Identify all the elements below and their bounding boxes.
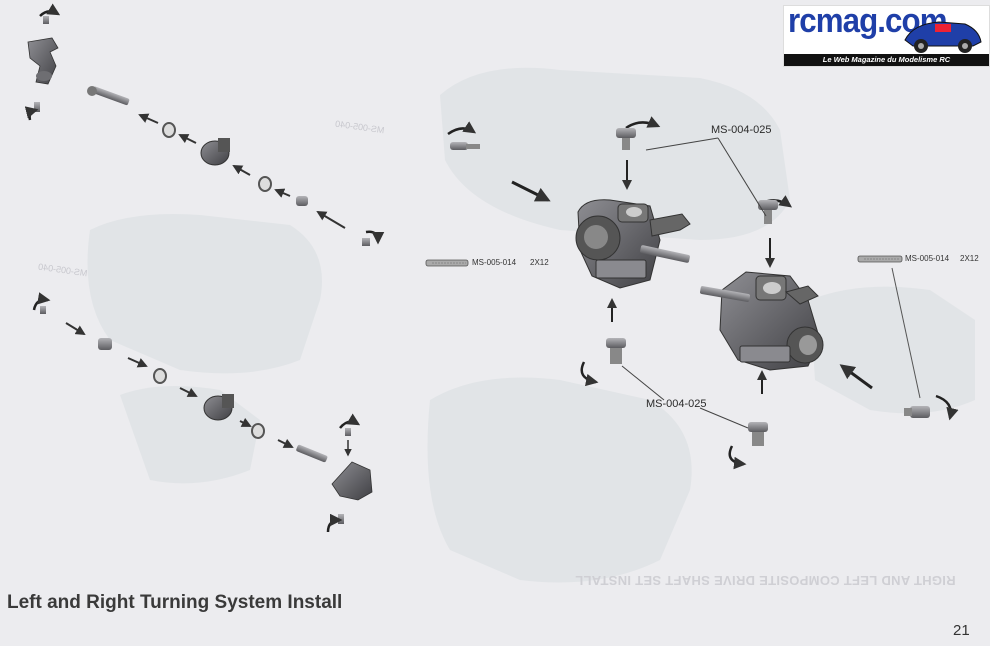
pivot-pin-top [616, 128, 636, 150]
top-left-assembly [24, 3, 385, 246]
rcmag-logo: rcmag.com Le Web Magazine du Modelisme R… [783, 2, 990, 67]
logo-tagline: Le Web Magazine du Modelisme RC [784, 54, 989, 66]
pivot-pin-top [758, 200, 778, 224]
leader-lines [621, 137, 767, 429]
knuckle-bracket [331, 461, 373, 501]
bottom-left-assembly [32, 292, 373, 533]
king-pin [87, 86, 130, 106]
bearing-holder [200, 138, 230, 166]
screw-icon [43, 16, 49, 24]
pin-bottom-label: MS-004-025 [646, 398, 707, 410]
shoulder-screw [450, 142, 480, 150]
page-number: 21 [953, 622, 970, 639]
rotate-arrow-icon [39, 3, 61, 17]
pivot-pin-bottom [606, 338, 626, 364]
knuckle-bracket [27, 37, 59, 85]
rc-car-icon [904, 21, 982, 53]
screw-left-size-label: 2X12 [530, 258, 549, 267]
screw-left-part-label: MS-005-014 [472, 258, 517, 267]
steering-knuckle [700, 271, 824, 371]
long-screw-left [425, 259, 469, 267]
shoulder-screw [904, 406, 930, 418]
washer [162, 122, 176, 138]
right-knuckle-assembly-2 [700, 195, 959, 470]
king-pin [296, 444, 328, 463]
long-screw-right [857, 255, 903, 263]
bushing [296, 196, 308, 206]
pivot-pin-bottom [748, 422, 768, 446]
screw-right-part-label: MS-005-014 [905, 254, 950, 263]
steering-knuckle [575, 199, 691, 289]
bearing-holder [203, 394, 234, 421]
mirrored-background-text: RIGHT AND LEFT COMPOSITE DRIVE SHAFT SET… [575, 573, 956, 588]
pin-top-label: MS-004-025 [711, 124, 772, 136]
page-title: Left and Right Turning System Install [7, 592, 343, 613]
right-knuckle-assembly-1 [425, 116, 691, 387]
screw-right-size-label: 2X12 [960, 254, 979, 263]
bushing [98, 338, 112, 350]
ghost-chassis-background [87, 67, 975, 583]
